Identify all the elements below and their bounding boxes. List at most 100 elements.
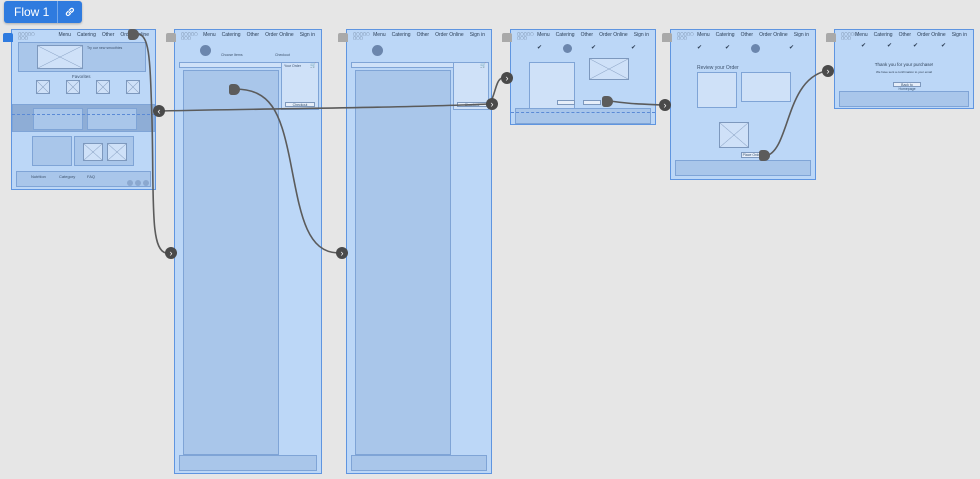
promo-card[interactable] — [33, 108, 83, 130]
checkout-button[interactable]: Checkout — [285, 102, 315, 107]
footer — [351, 455, 487, 471]
nav-sign-in[interactable]: Sign in — [299, 32, 315, 38]
nav-other[interactable]: Other — [416, 32, 430, 38]
brand-logo: ▢▢▢▢▢▢▢▢ — [517, 32, 534, 40]
cart-icon[interactable]: 🛒 — [480, 63, 487, 69]
nav-menu[interactable]: Menu — [855, 32, 868, 38]
nav-catering[interactable]: Catering — [221, 32, 241, 38]
social-icon[interactable] — [143, 180, 149, 186]
nav-order-online[interactable]: Order Online — [917, 32, 946, 38]
footer-faq[interactable]: FAQ — [87, 174, 96, 179]
connector-review-to-thanks — [765, 70, 827, 157]
social-icon[interactable] — [127, 180, 133, 186]
fav-item[interactable] — [36, 80, 50, 94]
frame-menu-cart[interactable]: ▢▢▢▢▢▢▢▢ Menu Catering Other Order Onlin… — [346, 29, 492, 474]
menu-section — [183, 70, 279, 455]
top-nav: Menu Catering Other Order Online Sign in — [347, 30, 491, 44]
fav-item[interactable] — [66, 80, 80, 94]
footer-nutrition[interactable]: Nutrition — [31, 174, 46, 179]
nav-other[interactable]: Other — [740, 32, 754, 38]
rewards-block — [32, 136, 72, 166]
cart-title: Your Order — [284, 64, 301, 68]
nav-other[interactable]: Other — [898, 32, 912, 38]
nav-catering[interactable]: Catering — [391, 32, 411, 38]
review-title: Review your Order — [697, 65, 739, 71]
social-icon[interactable] — [135, 180, 141, 186]
brand-logo: ▢▢▢▢▢▢▢▢ — [677, 32, 694, 40]
card-image — [719, 122, 749, 148]
nav-catering[interactable]: Catering — [555, 32, 575, 38]
nav-order-online[interactable]: Order Online — [265, 32, 294, 38]
nav-other[interactable]: Other — [246, 32, 260, 38]
restaurant-map[interactable] — [589, 58, 629, 80]
connector-handle[interactable] — [128, 29, 139, 40]
check-icon: ✔ — [537, 45, 543, 51]
connector-handle[interactable] — [759, 150, 770, 161]
nav-catering[interactable]: Catering — [715, 32, 735, 38]
nav-menu[interactable]: Menu — [537, 32, 550, 38]
connector-home-to-menu — [136, 33, 167, 254]
frame-handle[interactable] — [166, 33, 176, 42]
fav-item[interactable] — [126, 80, 140, 94]
arrow-right-icon[interactable]: › — [336, 247, 348, 259]
nav-menu[interactable]: Menu — [373, 32, 386, 38]
thanks-subtitle: We have sent a confirmation to your emai… — [876, 70, 932, 74]
nav-catering[interactable]: Catering — [873, 32, 893, 38]
top-nav: Menu Catering Other Order Online Sign in — [175, 30, 321, 44]
back-button[interactable] — [557, 100, 575, 105]
fold-line — [511, 112, 655, 113]
frame-handle[interactable] — [338, 33, 348, 42]
fav-item[interactable] — [96, 80, 110, 94]
nav-sign-in[interactable]: Sign in — [469, 32, 485, 38]
top-nav: Menu Catering Other Order Online Sign in — [671, 30, 815, 44]
cart-icon[interactable]: 🛒 — [310, 63, 317, 69]
arrow-right-icon[interactable]: › — [486, 98, 498, 110]
flow-badge[interactable]: Flow 1 — [4, 1, 83, 23]
link-icon[interactable] — [57, 1, 82, 23]
footer-category[interactable]: Category — [59, 174, 76, 179]
frame-menu[interactable]: ▢▢▢▢▢▢▢▢ Menu Catering Other Order Onlin… — [174, 29, 322, 474]
frame-handle[interactable] — [662, 33, 672, 42]
nav-other[interactable]: Other — [101, 32, 115, 38]
frame-review-order[interactable]: ▢▢▢▢▢▢▢▢ Menu Catering Other Order Onlin… — [670, 29, 816, 180]
frame-handle[interactable] — [502, 33, 512, 42]
map-image — [83, 143, 103, 161]
nav-sign-in[interactable]: Sign in — [793, 32, 809, 38]
step-indicator-icon — [751, 44, 760, 53]
nav-menu[interactable]: Menu — [697, 32, 710, 38]
promo-card[interactable] — [87, 108, 137, 130]
arrow-left-icon[interactable]: ‹ — [153, 105, 165, 117]
frame-select-restaurant[interactable]: ▢▢▢▢▢▢▢▢ Menu Catering Other Order Onlin… — [510, 29, 656, 125]
nav-other[interactable]: Other — [580, 32, 594, 38]
arrow-right-icon[interactable]: › — [501, 72, 513, 84]
step-choose-items: Choose Items — [221, 53, 243, 57]
arrow-right-icon[interactable]: › — [822, 65, 834, 77]
order-summary — [697, 72, 737, 108]
nav-sign-in[interactable]: Sign in — [633, 32, 649, 38]
step-indicator-icon — [563, 44, 572, 53]
arrow-right-icon[interactable]: › — [165, 247, 177, 259]
next-button[interactable] — [583, 100, 601, 105]
connector-cart-to-home — [159, 103, 489, 112]
promo-row — [12, 104, 155, 132]
frame-thank-you[interactable]: ▢▢▢▢▢▢▢▢ Menu Catering Other Order Onlin… — [834, 29, 974, 109]
nav-order-online[interactable]: Order Online — [435, 32, 464, 38]
frame-handle[interactable] — [3, 33, 13, 42]
arrow-right-icon[interactable]: › — [659, 99, 671, 111]
nav-catering[interactable]: Catering — [76, 32, 96, 38]
nav-sign-in[interactable]: Sign in — [951, 32, 967, 38]
back-home-button[interactable]: Back to Homepage — [893, 82, 921, 91]
section-favorites: Favorites — [72, 74, 91, 79]
thanks-title: Thank you for your purchase! — [874, 62, 934, 67]
frame-handle[interactable] — [826, 33, 836, 42]
nav-order-online[interactable]: Order Online — [599, 32, 628, 38]
frame-homepage[interactable]: ▢▢▢▢▢▢▢▢ Menu Catering Other Order Onlin… — [11, 29, 156, 190]
fold-line — [12, 114, 155, 115]
step-indicator-icon — [372, 45, 383, 56]
nav-order-online[interactable]: Order Online — [759, 32, 788, 38]
connector-handle[interactable] — [229, 84, 240, 95]
nav-menu[interactable]: Menu — [203, 32, 216, 38]
nav-menu[interactable]: Menu — [58, 32, 71, 38]
top-nav: Menu Catering Other Order Online Sign in — [835, 30, 973, 44]
connector-handle[interactable] — [602, 96, 613, 107]
